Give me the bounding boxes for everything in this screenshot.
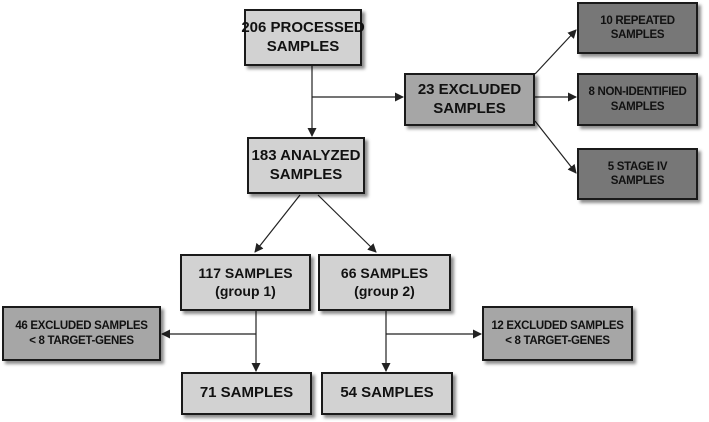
- repeated-samples-box: 10 REPEATED SAMPLES: [577, 2, 698, 54]
- arrow-excluded-to-repeated: [534, 29, 577, 75]
- group2-samples-line-2: (group 2): [354, 282, 415, 299]
- group1-samples-box: 117 SAMPLES (group 1): [180, 254, 311, 311]
- samples71-box: 71 SAMPLES: [181, 372, 312, 415]
- analyzed-samples-line-2: SAMPLES: [269, 165, 343, 183]
- excluded12-samples-line-2: < 8 TARGET-GENES: [505, 334, 610, 347]
- excluded12-samples-box: 12 EXCLUDED SAMPLES < 8 TARGET-GENES: [482, 306, 633, 361]
- stage-iv-samples-line-2: SAMPLES: [610, 175, 665, 187]
- group1-samples-line-2: (group 1): [215, 282, 276, 299]
- excluded46-samples-box: 46 EXCLUDED SAMPLES < 8 TARGET-GENES: [2, 306, 161, 361]
- group1-samples-line-1: 117 SAMPLES: [198, 265, 293, 282]
- group2-samples-box: 66 SAMPLES (group 2): [318, 254, 451, 311]
- arrow-analyzed-to-group2: [317, 194, 377, 253]
- repeated-samples-line-1: 10 REPEATED: [600, 14, 675, 27]
- analyzed-samples-line-1: 183 ANALYZED: [251, 147, 361, 165]
- analyzed-samples-box: 183 ANALYZED SAMPLES: [247, 137, 365, 194]
- samples54-box: 54 SAMPLES: [321, 372, 453, 415]
- processed-samples-line-2: SAMPLES: [266, 37, 340, 55]
- processed-samples-box: 206 PROCESSED SAMPLES: [241, 9, 365, 66]
- excluded12-samples-line-1: 12 EXCLUDED SAMPLES: [491, 320, 624, 333]
- non-identified-samples-line-1: 8 NON-IDENTIFIED: [588, 86, 687, 99]
- non-identified-samples-box: 8 NON-IDENTIFIED SAMPLES: [577, 73, 698, 126]
- stage-iv-samples-box: 5 STAGE IV SAMPLES: [577, 148, 698, 200]
- samples71-line-1: 71 SAMPLES: [199, 384, 294, 402]
- processed-samples-line-1: 206 PROCESSED: [241, 19, 365, 37]
- samples54-line-1: 54 SAMPLES: [340, 384, 434, 402]
- arrow-analyzed-to-group1: [254, 194, 301, 253]
- repeated-samples-line-2: SAMPLES: [610, 29, 665, 41]
- excluded-samples-line-1: 23 EXCLUDED: [417, 81, 522, 99]
- excluded-samples-box: 23 EXCLUDED SAMPLES: [404, 73, 535, 126]
- non-identified-samples-line-2: SAMPLES: [610, 100, 665, 113]
- group2-samples-line-1: 66 SAMPLES: [340, 265, 429, 282]
- stage-iv-samples-line-1: 5 STAGE IV: [607, 160, 668, 173]
- excluded46-samples-line-2: < 8 TARGET-GENES: [29, 334, 134, 347]
- arrow-excluded-to-stage-iv: [534, 120, 577, 174]
- excluded46-samples-line-1: 46 EXCLUDED SAMPLES: [15, 320, 148, 333]
- excluded-samples-line-2: SAMPLES: [433, 99, 506, 117]
